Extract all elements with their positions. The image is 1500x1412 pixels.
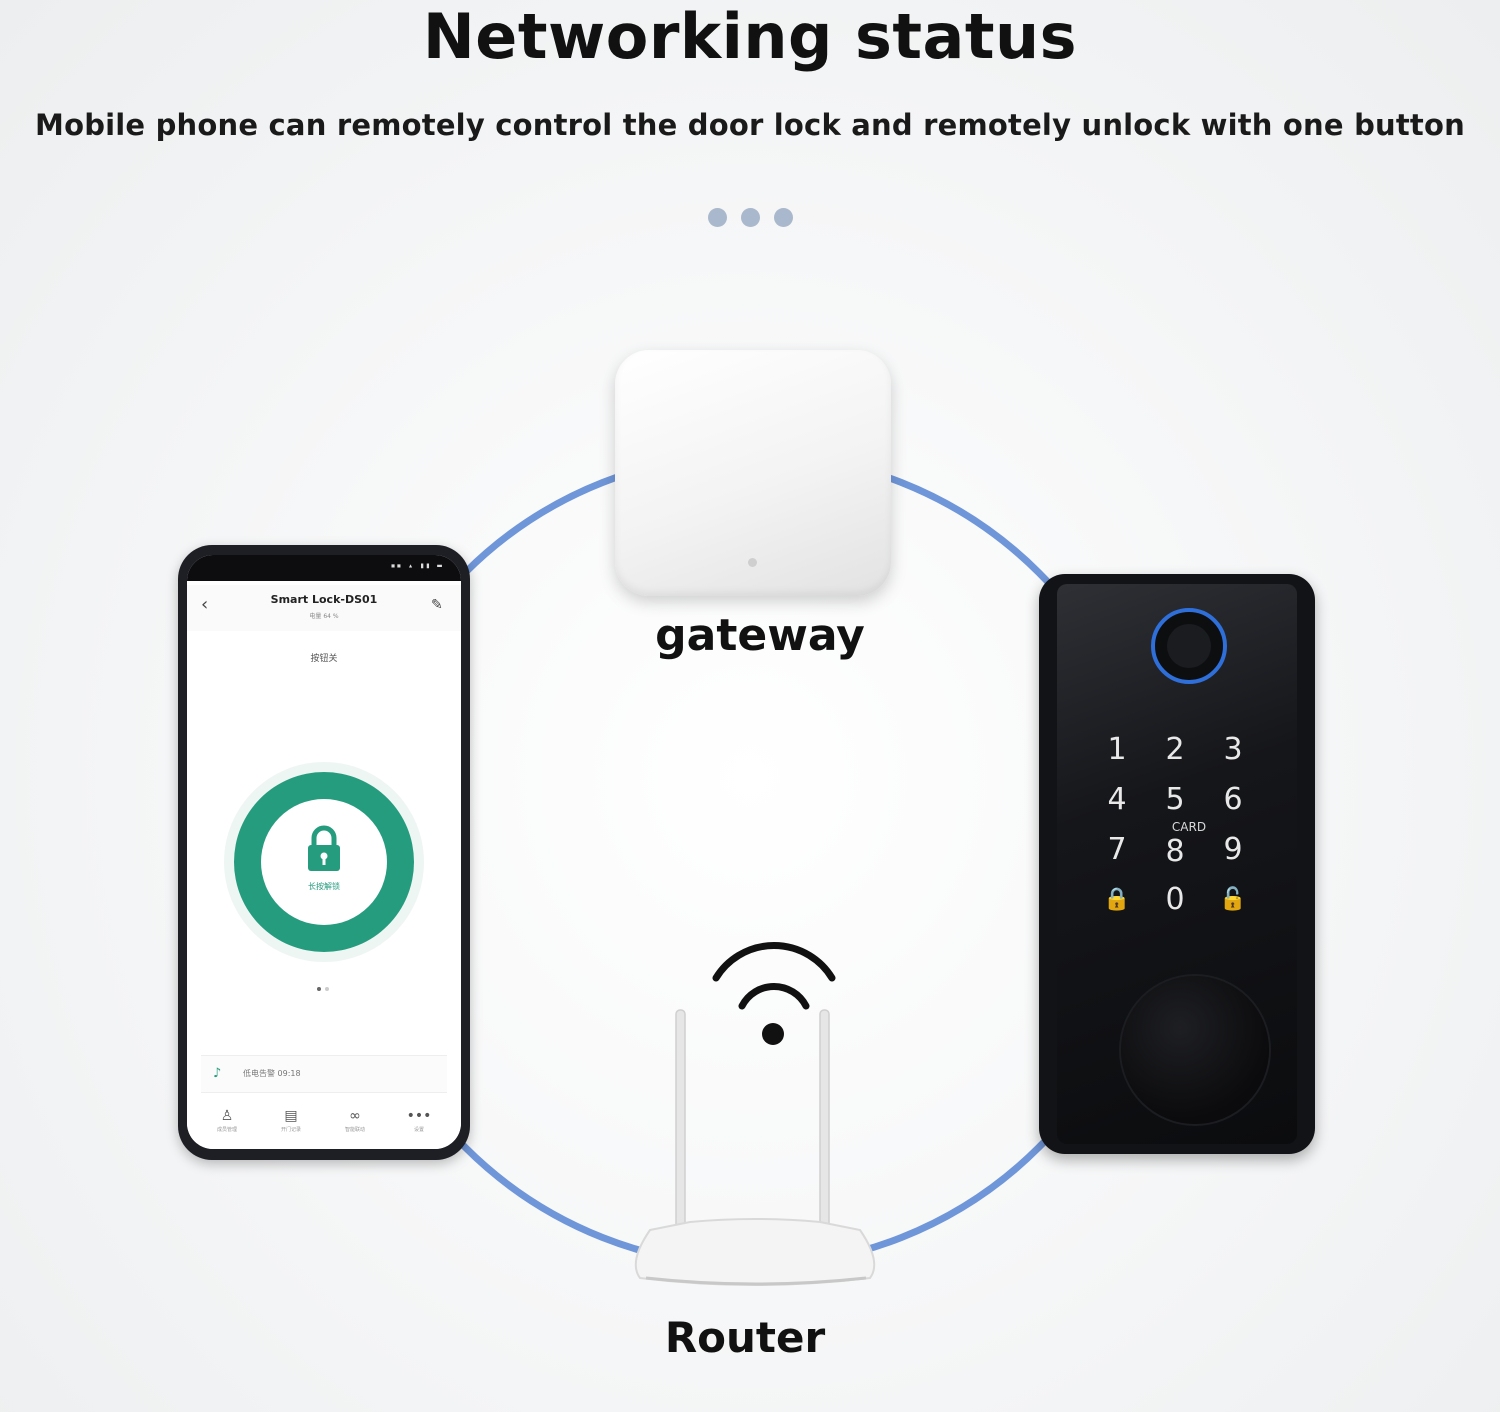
thumb-turn-knob: [1121, 976, 1269, 1124]
carousel-dot: [774, 208, 793, 227]
card-label: CARD: [1171, 820, 1207, 834]
app-header: ‹ Smart Lock-DS01 电量 64 % ✎: [187, 585, 461, 631]
mode-text: 按钮关: [310, 654, 338, 664]
keypad-key-1: 1: [1107, 732, 1127, 767]
gateway-device: [615, 350, 891, 596]
battery-text: 电量 64 %: [309, 613, 339, 620]
tab-bar: ♙ 成员管理 ▤ 开门记录 ∞ 智能联动 ••• 设置: [187, 1103, 461, 1149]
tab-label: 智能联动: [344, 1127, 365, 1133]
tab-settings[interactable]: ••• 设置: [389, 1107, 449, 1147]
keypad-key-6: 6: [1223, 782, 1243, 817]
page-indicator: [314, 987, 334, 993]
keypad-key-5: 5: [1165, 782, 1185, 817]
fingerprint-sensor-icon: [1151, 608, 1227, 684]
edit-pencil-icon[interactable]: ✎: [431, 597, 443, 613]
gateway-led-icon: [748, 558, 757, 567]
document-icon: ▤: [284, 1108, 298, 1124]
fingerprint-pad: [1167, 624, 1211, 668]
tab-records[interactable]: ▤ 开门记录: [261, 1107, 321, 1147]
lock-key-icon: 🔒: [1103, 887, 1131, 912]
page-title: Networking status: [422, 0, 1078, 73]
lock-front-panel: 1 2 3 4 5 6 CARD 7 8 9 🔒 0 🔓: [1057, 584, 1297, 1144]
more-dots-icon: •••: [406, 1108, 432, 1124]
tab-members[interactable]: ♙ 成员管理: [197, 1107, 257, 1147]
bell-icon: ♪: [213, 1066, 222, 1081]
router-label: Router: [664, 1313, 826, 1362]
keypad-key-7: 7: [1107, 832, 1127, 867]
alert-text: 低电告警 09:18: [243, 1069, 301, 1078]
phone-screen: ▪▪ ▴ ▮▮ ▬ ‹ Smart Lock-DS01 电量 64 % ✎ 按钮…: [187, 555, 461, 1149]
page-subtitle: Mobile phone can remotely control the do…: [35, 108, 1465, 142]
smart-door-lock: 1 2 3 4 5 6 CARD 7 8 9 🔒 0 🔓: [1039, 574, 1315, 1154]
user-icon: ♙: [220, 1108, 234, 1124]
router-device: [634, 942, 876, 1286]
unlock-hint: 长按解锁: [308, 882, 340, 891]
wifi-arc-outer: [712, 942, 836, 982]
page-dot: [325, 987, 329, 991]
router-body: [634, 1218, 876, 1286]
router-base-edge: [645, 1276, 867, 1286]
keypad-key-2: 2: [1165, 732, 1185, 767]
back-chevron-icon[interactable]: ‹: [201, 594, 209, 615]
page-dot-active: [317, 987, 321, 991]
keypad-key-8: 8: [1165, 834, 1185, 869]
gateway-label: gateway: [655, 610, 865, 661]
keypad-key-3: 3: [1223, 732, 1243, 767]
padlock-icon: [308, 825, 340, 871]
router-antenna-right: [819, 1009, 830, 1233]
alert-bar[interactable]: ♪ 低电告警 09:18: [201, 1055, 447, 1093]
carousel-dot: [741, 208, 760, 227]
keypad-key-4: 4: [1107, 782, 1127, 817]
tab-label: 开门记录: [280, 1127, 301, 1133]
router-antenna-left: [675, 1009, 686, 1233]
phone-status-bar: ▪▪ ▴ ▮▮ ▬: [187, 555, 461, 581]
unlock-key-icon: 🔓: [1219, 887, 1247, 912]
tab-label: 成员管理: [216, 1127, 237, 1133]
wifi-arc-inner: [738, 983, 810, 1010]
wifi-dot-icon: [762, 1023, 784, 1045]
carousel-dot: [708, 208, 727, 227]
keypad-key-0: 0: [1165, 882, 1185, 917]
keypad-key-9: 9: [1223, 832, 1243, 867]
tab-linkage[interactable]: ∞ 智能联动: [325, 1107, 385, 1147]
link-icon: ∞: [349, 1108, 361, 1124]
mobile-phone: ▪▪ ▴ ▮▮ ▬ ‹ Smart Lock-DS01 电量 64 % ✎ 按钮…: [178, 545, 470, 1160]
app-title: Smart Lock-DS01: [270, 593, 378, 606]
tab-label: 设置: [413, 1127, 424, 1133]
status-icons: ▪▪ ▴ ▮▮ ▬: [390, 561, 443, 570]
carousel-dots: [706, 208, 796, 230]
